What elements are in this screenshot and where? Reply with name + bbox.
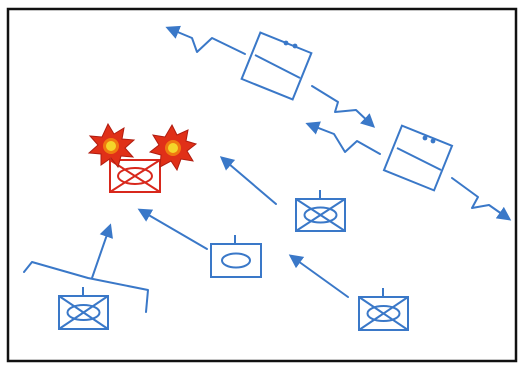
explosion-right-icon [148,123,198,172]
air-route-arrow-top-icon [165,25,246,55]
attack-arrow-center-icon [219,156,277,205]
diagram-frame [6,7,518,363]
attack-arrow-recon-icon [137,208,208,250]
friendly-recon-unit-icon [210,235,262,278]
attack-arrow-bottom-right-icon [288,254,349,298]
friendly-armor-unit-bottom-left-icon [58,287,109,330]
attack-arrow-fork-icon [23,223,149,313]
friendly-armor-unit-center-icon [295,190,346,232]
air-route-arrow-return-icon [305,121,381,155]
air-route-arrow-right-icon [451,177,512,221]
friendly-aviation-unit-top-icon [240,31,313,101]
enemy-armor-unit-icon [109,159,161,193]
friendly-aviation-unit-right-icon [382,124,454,192]
air-route-arrow-middle-icon [311,85,376,128]
explosion-left-icon [87,122,136,169]
friendly-armor-unit-bottom-right-icon [358,288,409,331]
